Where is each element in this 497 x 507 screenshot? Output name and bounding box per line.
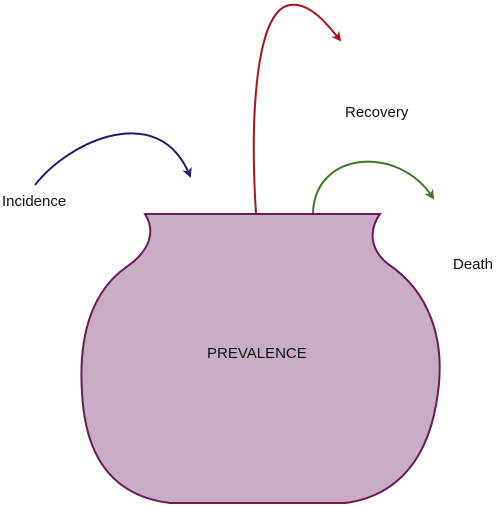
death-label: Death xyxy=(453,256,493,273)
prevalence-pot xyxy=(80,213,441,504)
incidence-arrow xyxy=(34,132,192,186)
death-arrow xyxy=(312,160,435,214)
recovery-arrow xyxy=(252,3,342,215)
prevalence-label: PREVALENCE xyxy=(207,345,307,362)
incidence-label: Incidence xyxy=(2,193,66,210)
recovery-label: Recovery xyxy=(345,104,409,121)
